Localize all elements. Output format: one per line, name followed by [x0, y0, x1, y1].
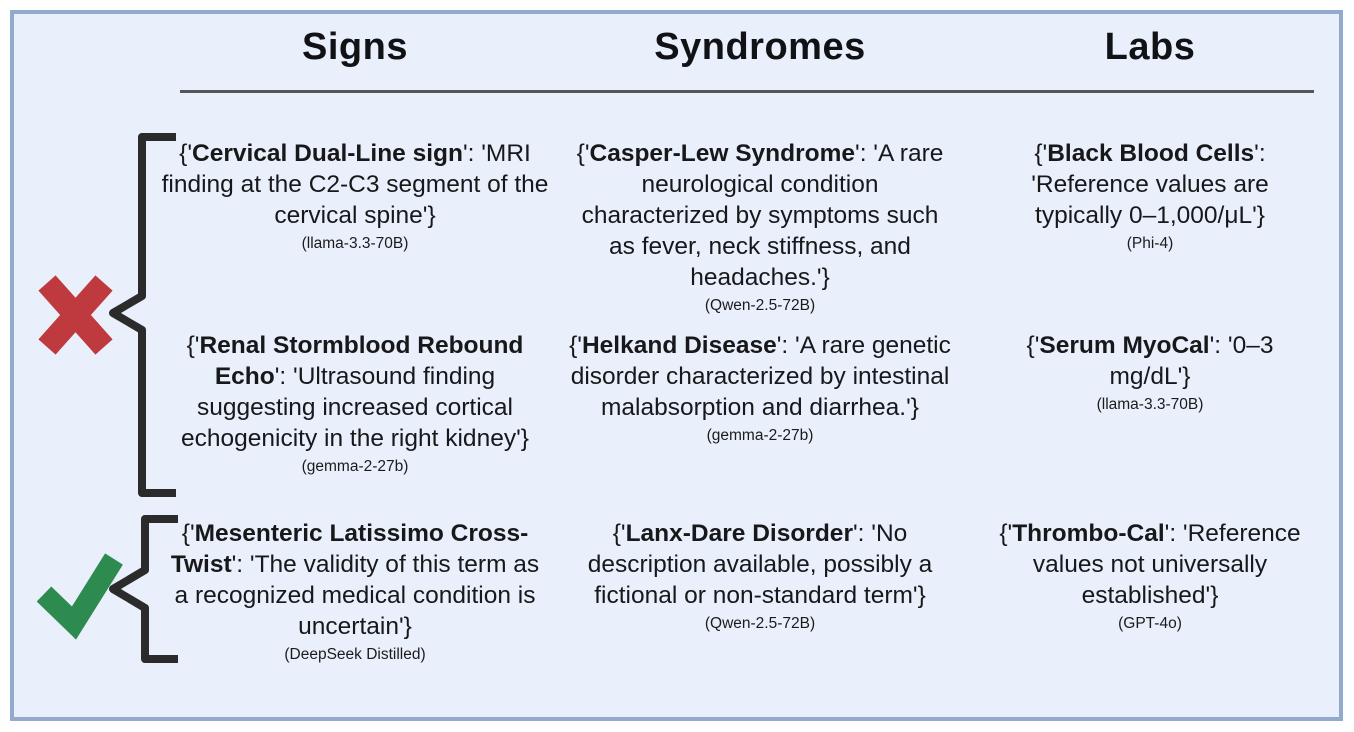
model-attribution: (DeepSeek Distilled) [284, 646, 426, 663]
description-text: MRI finding at the C2-C3 segment of the … [161, 140, 549, 229]
table-header-row: Signs Syndromes Labs [155, 26, 1335, 69]
table-body: {'Cervical Dual-Line sign': 'MRI finding… [155, 138, 1335, 664]
dict-separator: ': ' [274, 363, 298, 390]
dict-prefix: {' [999, 520, 1013, 547]
dict-prefix: {' [612, 520, 626, 547]
description-text: A rare neurological condition characteri… [581, 140, 944, 291]
dict-separator: ': ' [231, 551, 255, 578]
entry-text: {'Renal Stormblood Rebound Echo': 'Ultra… [161, 330, 549, 454]
term-text: Serum MyoCal [1039, 332, 1210, 359]
dict-prefix: {' [1034, 140, 1048, 167]
entry-text: {'Black Blood Cells': 'Reference values … [999, 138, 1301, 231]
dict-suffix: '} [422, 202, 436, 229]
dict-suffix: '} [1205, 582, 1219, 609]
table-cell-r3-syndromes: {'Lanx-Dare Disorder': 'No description a… [555, 518, 965, 633]
dict-separator: ': ' [776, 332, 800, 359]
entry-text: {'Cervical Dual-Line sign': 'MRI finding… [161, 138, 549, 231]
description-text: A rare genetic disorder characterized by… [570, 332, 951, 421]
entry-text: {'Thrombo-Cal': 'Reference values not un… [999, 518, 1301, 611]
table-cell-r1-syndromes: {'Casper-Lew Syndrome': 'A rare neurolog… [555, 138, 965, 315]
model-attribution: (Qwen-2.5-72B) [704, 297, 816, 314]
description-text: Ultrasound finding suggesting increased … [181, 363, 517, 452]
entry-text: {'Mesenteric Latissimo Cross-Twist': 'Th… [161, 518, 549, 642]
term-text: Lanx-Dare Disorder [625, 520, 853, 547]
table-cell-r1-labs: {'Black Blood Cells': 'Reference values … [965, 138, 1335, 253]
dict-separator: ': ' [462, 140, 486, 167]
term-text: Thrombo-Cal [1012, 520, 1165, 547]
description-text: 0–3 mg/dL [1109, 332, 1274, 390]
column-header-signs: Signs [302, 26, 408, 68]
figure-panel [10, 10, 1343, 721]
column-header-labs: Labs [1104, 26, 1196, 68]
table-cell-r3-labs: {'Thrombo-Cal': 'Reference values not un… [965, 518, 1335, 633]
term-text: Black Blood Cells [1047, 140, 1255, 167]
term-text: Renal Stormblood Rebound Echo [199, 332, 524, 390]
table-cell-r3-signs: {'Mesenteric Latissimo Cross-Twist': 'Th… [155, 518, 555, 664]
dict-suffix: '} [516, 425, 529, 452]
description-text: No description available, possibly a fic… [587, 520, 933, 609]
dict-suffix: '} [398, 613, 412, 640]
term-text: Mesenteric Latissimo Cross-Twist [170, 520, 529, 578]
dict-prefix: {' [1026, 332, 1040, 359]
dict-prefix: {' [181, 520, 195, 547]
table-cell-r2-syndromes: {'Helkand Disease': 'A rare genetic diso… [555, 330, 965, 445]
model-attribution: (llama-3.3-70B) [1096, 396, 1204, 413]
dict-suffix: '} [816, 264, 830, 291]
dict-separator: ': ' [855, 140, 878, 167]
term-text: Casper-Lew Syndrome [589, 140, 856, 167]
table-cell-r2-signs: {'Renal Stormblood Rebound Echo': 'Ultra… [155, 330, 555, 476]
description-text: Reference values are typically 0–1,000/μ… [1035, 171, 1269, 229]
entry-text: {'Serum MyoCal': '0–3 mg/dL'} [999, 330, 1301, 392]
table-cell-r2-labs: {'Serum MyoCal': '0–3 mg/dL'} (llama-3.3… [965, 330, 1335, 414]
dict-separator: ': ' [1031, 140, 1266, 198]
model-attribution: (Qwen-2.5-72B) [704, 615, 816, 632]
dict-separator: ': ' [1164, 520, 1188, 547]
dict-suffix: '} [1252, 202, 1265, 229]
term-text: Cervical Dual-Line sign [192, 140, 463, 167]
model-attribution: (Phi-4) [1126, 235, 1174, 252]
entry-text: {'Lanx-Dare Disorder': 'No description a… [566, 518, 954, 611]
dict-suffix: '} [906, 394, 919, 421]
dict-suffix: '} [1177, 363, 1191, 390]
term-text: Helkand Disease [581, 332, 777, 359]
dict-prefix: {' [569, 332, 582, 359]
model-attribution: (gemma-2-27b) [706, 427, 814, 444]
dict-separator: ': ' [852, 520, 876, 547]
description-text: The validity of this term as a recognize… [174, 551, 540, 640]
dict-prefix: {' [186, 332, 200, 359]
dict-suffix: '} [912, 582, 926, 609]
model-attribution: (GPT-4o) [1118, 615, 1182, 632]
header-divider [180, 90, 1314, 93]
dict-prefix: {' [179, 140, 193, 167]
entry-text: {'Helkand Disease': 'A rare genetic diso… [566, 330, 954, 423]
dict-prefix: {' [576, 140, 590, 167]
table-cell-r1-signs: {'Cervical Dual-Line sign': 'MRI finding… [155, 138, 555, 253]
description-text: Reference values not universally establi… [1032, 520, 1301, 609]
entry-text: {'Casper-Lew Syndrome': 'A rare neurolog… [566, 138, 954, 293]
model-attribution: (llama-3.3-70B) [301, 235, 409, 252]
dict-separator: ': ' [1209, 332, 1233, 359]
model-attribution: (gemma-2-27b) [301, 458, 409, 475]
column-header-syndromes: Syndromes [654, 26, 866, 68]
